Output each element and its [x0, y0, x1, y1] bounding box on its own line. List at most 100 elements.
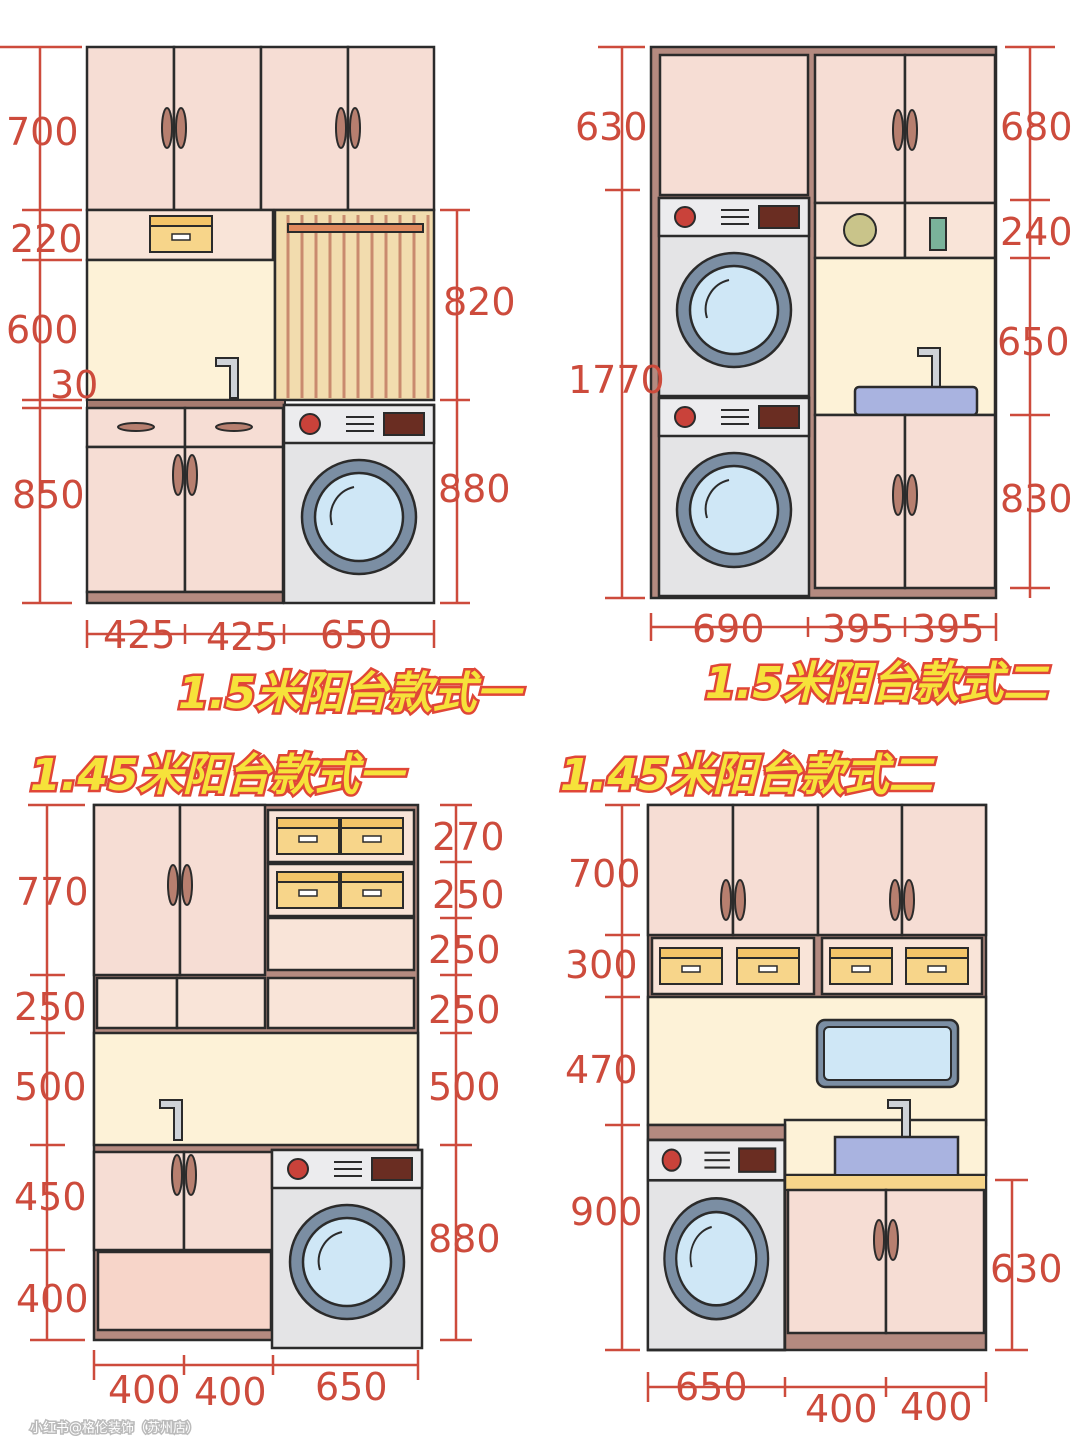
- dimension-label: 395: [912, 607, 985, 651]
- dimension-label: 30: [50, 363, 98, 407]
- upper-door: [900, 803, 988, 937]
- dimension-label: 630: [990, 1247, 1063, 1291]
- dimension-label: 400: [194, 1370, 267, 1414]
- open-shelf: [266, 916, 416, 972]
- upper-door: [658, 53, 810, 197]
- sink: [833, 1135, 960, 1180]
- countertop: [784, 1174, 987, 1191]
- dimension-label: 500: [428, 1065, 501, 1109]
- dimension-label: 250: [432, 873, 505, 917]
- dimension-label: 250: [14, 985, 87, 1029]
- lower-door: [183, 445, 285, 594]
- panel-title: 1.5米阳台款式二: [705, 658, 1050, 709]
- dimension-label: 250: [428, 928, 501, 972]
- slatted-panel: [273, 208, 436, 402]
- hook-rail: [287, 223, 424, 233]
- lower-door: [92, 1150, 186, 1252]
- lower-door: [85, 445, 187, 594]
- dimension-label: 500: [14, 1065, 87, 1109]
- panel-2-dimensions: 630 1770 680 240 650 830 690 395 395: [568, 45, 1073, 651]
- panel-2-cabinet: [649, 45, 998, 600]
- panel-3-cabinet: [92, 803, 424, 1350]
- bottle-icon: [929, 217, 947, 251]
- dimension-label: 220: [10, 217, 83, 261]
- dimension-label: 400: [900, 1385, 973, 1429]
- open-shelf: [266, 976, 416, 1030]
- upper-door: [731, 803, 820, 937]
- open-shelf: [903, 201, 997, 260]
- storage-box-icon: [736, 947, 800, 985]
- dimension-label: 1770: [568, 358, 665, 402]
- upper-door: [85, 45, 176, 212]
- dimension-label: 250: [428, 988, 501, 1032]
- washing-machine-icon: [270, 1148, 424, 1350]
- dimension-label: 700: [568, 852, 641, 896]
- dimension-label: 900: [570, 1190, 643, 1234]
- upper-door: [816, 803, 904, 937]
- upper-door: [903, 53, 997, 205]
- plinth: [85, 590, 285, 605]
- lower-door: [182, 1150, 275, 1252]
- dimension-label: 400: [108, 1368, 181, 1412]
- washing-machine-icon: [657, 396, 811, 598]
- dimension-label: 830: [1000, 477, 1073, 521]
- towel-icon: [843, 213, 877, 247]
- dimension-label: 820: [443, 280, 516, 324]
- panel-title: 1.45米阳台款式一: [30, 750, 407, 801]
- storage-box-icon: [276, 817, 340, 855]
- sink: [853, 385, 979, 417]
- storage-box-icon: [829, 947, 893, 985]
- open-bottom-space: [96, 1250, 273, 1332]
- dimension-label: 470: [565, 1048, 638, 1092]
- dimension-label: 680: [1000, 105, 1073, 149]
- dimension-label: 880: [438, 467, 511, 511]
- storage-box-icon: [340, 871, 404, 909]
- dimension-label: 395: [822, 607, 895, 651]
- lower-door: [903, 413, 997, 590]
- dimension-label: 600: [6, 308, 79, 352]
- dimension-label: 270: [432, 815, 505, 859]
- dimension-label: 690: [692, 607, 765, 651]
- upper-door: [92, 803, 182, 977]
- wall-backsplash: [85, 258, 277, 402]
- drawer-handle-icon: [117, 422, 155, 432]
- panel-title: 1.45米阳台款式二: [560, 750, 936, 801]
- watermark: 小红书@格伦装饰（苏州店）: [30, 1420, 199, 1436]
- storage-box-icon: [276, 871, 340, 909]
- upper-door: [178, 803, 267, 977]
- dimension-label: 880: [428, 1217, 501, 1261]
- panel-1-cabinet: [85, 45, 436, 605]
- dimension-label: 700: [6, 110, 79, 154]
- upper-door: [259, 45, 350, 212]
- lower-door: [813, 413, 907, 590]
- dimension-label: 850: [12, 473, 85, 517]
- panel-4-dimensions: 700 300 470 900 630 650 400 400: [565, 803, 1063, 1431]
- upper-door: [346, 45, 436, 212]
- dimension-label: 650: [320, 613, 393, 657]
- storage-items: [149, 215, 213, 253]
- storage-box-icon: [340, 817, 404, 855]
- dimension-label: 400: [16, 1277, 89, 1321]
- lower-door: [884, 1188, 986, 1335]
- dimension-label: 425: [206, 615, 279, 659]
- dimension-label: 770: [16, 870, 89, 914]
- dimension-label: 650: [315, 1365, 388, 1409]
- panel-3-dimensions: 770 250 500 450 400 270 250 250 250 500 …: [14, 803, 505, 1414]
- dimension-label: 630: [575, 105, 648, 149]
- panel-1-dimensions: 700 220 600 30 850 820 880 425 425 650: [0, 45, 516, 659]
- washing-machine-icon: [282, 403, 436, 605]
- lower-door: [786, 1188, 888, 1335]
- dimension-label: 425: [103, 613, 176, 657]
- dimension-label: 400: [805, 1387, 878, 1431]
- dimension-label: 450: [14, 1175, 87, 1219]
- panel-title: 1.5米阳台款式一: [178, 668, 524, 719]
- dimension-label: 240: [1000, 210, 1073, 254]
- upper-door: [813, 53, 907, 205]
- open-shelf: [95, 976, 179, 1030]
- storage-box-icon: [659, 947, 723, 985]
- slats: [286, 215, 430, 398]
- drawer-handle-icon: [215, 422, 253, 432]
- panel-4-cabinet: [646, 803, 988, 1352]
- dimension-label: 300: [565, 943, 638, 987]
